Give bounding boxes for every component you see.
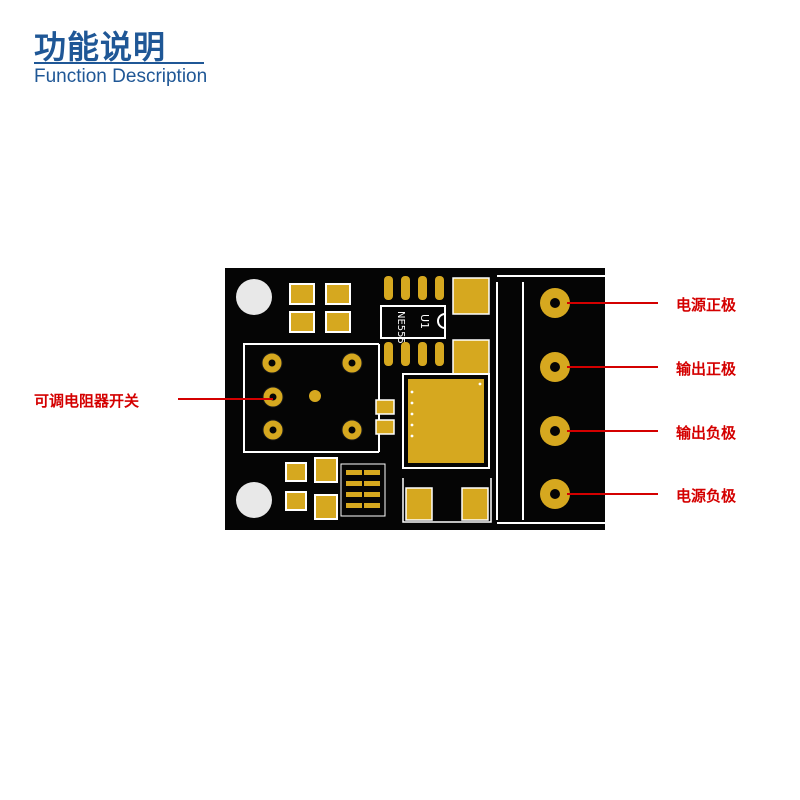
smd-pads-top-left [289,283,351,333]
mounting-hole-top [236,279,272,315]
smd-pads-bottom-left [285,457,338,520]
transistor-pins [346,470,380,508]
inductor-pad [408,379,484,463]
label-pot-switch: 可调电阻器开关 [34,392,140,410]
ic-pins-bottom [384,342,444,366]
page-title: 功能说明 [34,28,167,66]
label-output-positive: 输出正极 [676,360,737,378]
cap-pad-bottom [452,339,490,375]
callout-lines [178,302,658,495]
ic-pins-top [384,276,444,300]
ic-part-text: NE555 [395,311,406,344]
diode-pad-right [461,487,489,521]
pot-center-dot [309,390,321,402]
label-power-negative: 电源负极 [676,487,737,505]
ic-ref-text: U1 [418,314,431,329]
cap-pad-top [452,277,490,315]
label-power-positive: 电源正极 [676,296,737,314]
diode-pad-left [405,487,433,521]
inductor-outline [402,373,490,469]
small-smd-pair [375,399,395,435]
page-subtitle: Function Description [34,66,208,87]
ic-outline [380,305,446,339]
title-underline [34,62,204,64]
mounting-hole-bottom [236,482,272,518]
label-output-negative: 输出负极 [676,424,737,442]
